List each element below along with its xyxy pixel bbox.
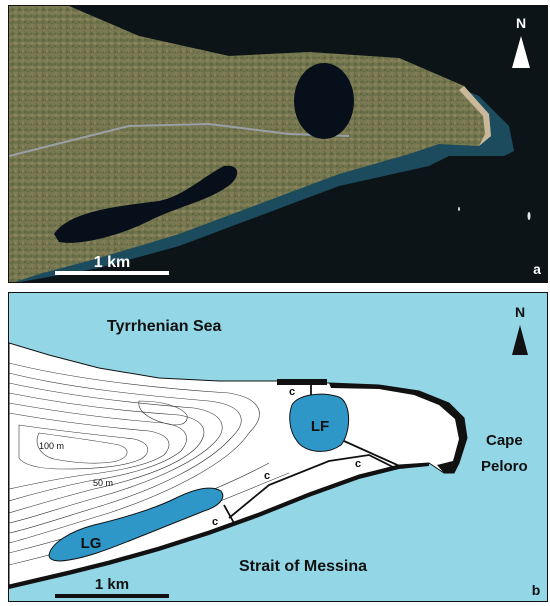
contour-lines [9,362,290,566]
north-arrow-icon [512,36,530,68]
panel-letter: b [532,582,541,598]
satellite-panel: N 1 km a [8,5,548,283]
lake-faro [289,393,350,452]
channel-label: c [289,386,295,398]
cape-label-line2: Peloro [481,458,528,475]
coastline-south [9,463,429,589]
sea-label-south: Strait of Messina [239,558,367,575]
schematic-map-panel: Tyrrhenian Sea Strait of Messina Cape Pe… [8,292,548,602]
road [9,122,350,157]
jetty [277,379,327,385]
contour-label-50: 50 m [93,478,113,488]
north-label: N [515,304,525,320]
cape-label-line1: Cape [486,432,523,449]
lake-ganzirri [54,165,238,243]
north-arrow-icon [512,325,528,355]
canal [343,440,405,469]
satellite-image: N 1 km a [9,6,547,282]
lake-faro [294,63,354,139]
channel-label: c [264,470,270,482]
panel-letter: a [533,261,541,277]
coastline [329,383,467,473]
channel-label: c [355,458,361,470]
contour-label-100: 100 m [39,441,64,451]
boat [527,212,531,220]
scale-label: 1 km [95,576,129,593]
sea-label-north: Tyrrhenian Sea [107,318,222,335]
scale-label: 1 km [94,254,130,271]
north-label: N [516,15,526,31]
beach-strip [459,86,491,146]
schematic-map: Tyrrhenian Sea Strait of Messina Cape Pe… [9,293,547,601]
channel-label: c [212,516,218,528]
lake-label-lg: LG [81,535,102,552]
boat [458,207,460,211]
canal [228,454,398,519]
lake-ganzirri [48,487,224,562]
canal [223,504,235,524]
lake-label-lf: LF [311,418,329,435]
